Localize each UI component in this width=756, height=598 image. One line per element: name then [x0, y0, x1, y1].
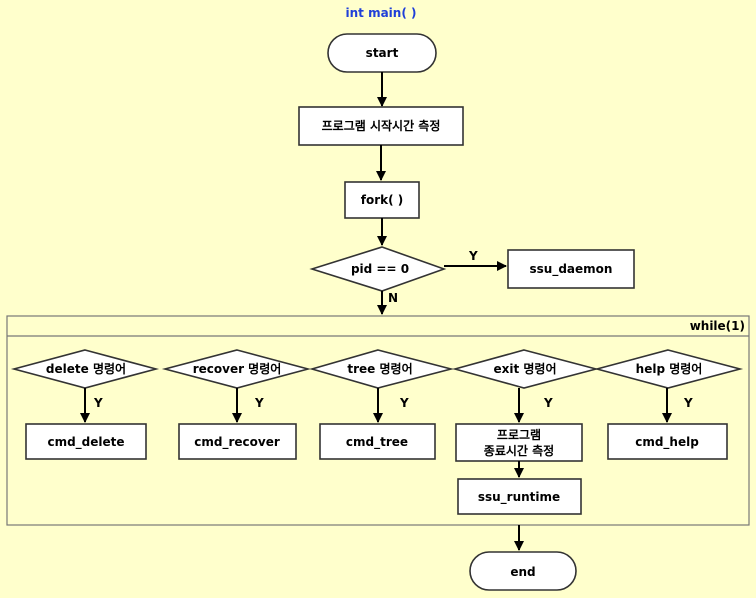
delete-yes-label: Y: [93, 396, 103, 410]
runtime-label: ssu_runtime: [478, 490, 560, 505]
start-label: start: [366, 46, 399, 60]
fork-label: fork( ): [361, 193, 404, 207]
fork-box: fork( ): [344, 181, 420, 219]
cmd-delete-box: cmd_delete: [25, 423, 147, 460]
tree-condition: tree 명령어: [309, 349, 455, 389]
cmd-tree-box: cmd_tree: [319, 423, 436, 460]
pid-no-label: N: [388, 291, 398, 305]
cmd-delete-label: cmd_delete: [47, 435, 124, 450]
pid-check-label: pid == 0: [351, 262, 409, 276]
tree-yes-label: Y: [399, 396, 409, 410]
pid-check-decision: pid == 0: [309, 246, 447, 292]
daemon-box: ssu_daemon: [507, 249, 635, 289]
exit-condition-label: exit 명령어: [493, 361, 556, 376]
end-label: end: [510, 565, 535, 579]
cmd-help-label: cmd_help: [635, 435, 699, 450]
runtime-box: ssu_runtime: [457, 478, 582, 515]
delete-condition-label: delete 명령어: [46, 361, 126, 376]
loop-label: while(1): [690, 319, 745, 333]
tree-condition-label: tree 명령어: [347, 361, 412, 376]
measure-end-label-line2: 종료시간 측정: [484, 443, 554, 458]
start-terminal: start: [327, 33, 437, 73]
measure-start-label: 프로그램 시작시간 측정: [322, 118, 441, 133]
help-yes-label: Y: [683, 396, 693, 410]
end-terminal: end: [469, 551, 577, 591]
delete-condition: delete 명령어: [10, 349, 160, 389]
measure-end-box: 프로그램 종료시간 측정: [455, 423, 583, 462]
help-condition: help 명령어: [593, 349, 744, 389]
pid-yes-label: Y: [468, 249, 478, 263]
exit-yes-label: Y: [543, 396, 553, 410]
measure-start-box: 프로그램 시작시간 측정: [298, 106, 464, 146]
cmd-tree-label: cmd_tree: [346, 435, 408, 450]
exit-condition: exit 명령어: [451, 349, 600, 389]
measure-end-label-line1: 프로그램: [497, 427, 541, 442]
diagram-title: int main( ): [346, 6, 417, 20]
recover-yes-label: Y: [254, 396, 264, 410]
help-condition-label: help 명령어: [636, 361, 703, 376]
daemon-label: ssu_daemon: [530, 262, 613, 277]
cmd-help-box: cmd_help: [607, 423, 728, 460]
recover-condition-label: recover 명령어: [193, 361, 282, 376]
cmd-recover-label: cmd_recover: [194, 435, 280, 450]
cmd-recover-box: cmd_recover: [178, 423, 297, 460]
